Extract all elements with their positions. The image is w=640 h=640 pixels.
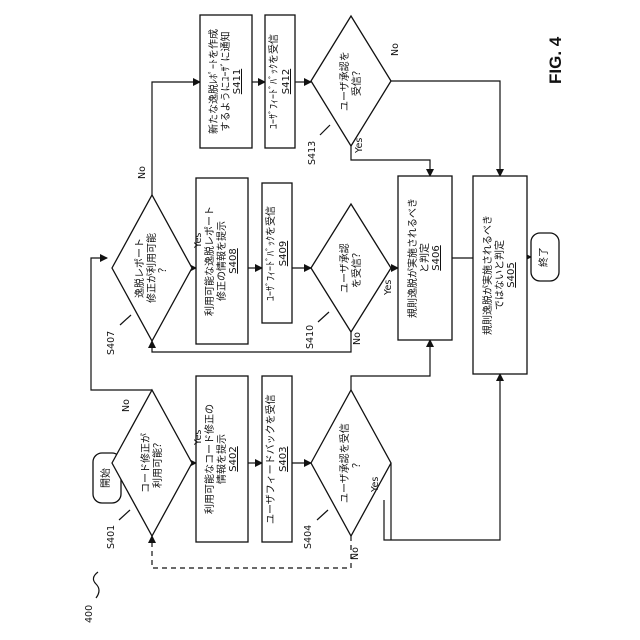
decision-s404-text-line: ユーザ承認を受信 — [340, 423, 352, 503]
box-s403-text-step-id: S403 — [277, 394, 289, 524]
box-s411-text-line: 新たな逸脱ﾚﾎﾟｰﾄを作成 — [209, 29, 221, 134]
decision-s401-text: コード修正が利用可能？ — [141, 433, 164, 493]
box-s409-text: ﾕｰｻﾞﾌｨｰﾄﾞﾊﾞｯｸを受信S409 — [266, 206, 289, 301]
box-s406-text: 規則逸脱が実施されるべきと判定S406 — [408, 198, 443, 318]
box-s405-text-line: ではないと判定 — [494, 215, 506, 335]
box-s411-text-line: するようにﾕｰｻﾞに通知 — [220, 29, 232, 134]
start-label: 開始 — [101, 468, 113, 488]
decision-s410-text-line: ユーザ承認 — [340, 243, 352, 293]
box-s411-text-step-id: S411 — [232, 29, 244, 134]
box-s412-text-step-id: S412 — [280, 34, 292, 129]
yes-label-s413: Yes — [355, 137, 366, 152]
decision-s401-text-line: 利用可能？ — [152, 433, 164, 493]
box-s405-text: 規則逸脱が実施されるべきではないと判定S405 — [483, 215, 518, 335]
ref-s401: S401 — [107, 525, 118, 549]
yes-label-s404: Yes — [371, 476, 382, 491]
box-s403-text-line: ユーザフィードバックを受信 — [266, 394, 278, 524]
ref-s407: S407 — [107, 331, 118, 355]
decision-s404-text: ユーザ承認を受信？ — [340, 423, 363, 503]
decision-s410-text-line: を受信？ — [351, 243, 363, 293]
start-label-line: 開始 — [101, 468, 113, 488]
decision-s413-text-line: 受信？ — [351, 51, 363, 111]
ref-s413: S413 — [308, 141, 319, 165]
box-s405-text-line: 規則逸脱が実施されるべき — [483, 215, 495, 335]
box-s405-text-step-id: S405 — [506, 215, 518, 335]
ref-s404: S404 — [304, 525, 315, 549]
decision-s410-text: ユーザ承認を受信？ — [340, 243, 363, 293]
decision-s401-text-line: コード修正が — [141, 433, 153, 493]
box-s408-text-line: 修正の情報を提示 — [216, 206, 228, 316]
no-label-s410: No — [353, 332, 364, 345]
end-label: 終了 — [539, 247, 551, 267]
box-s409-text-step-id: S409 — [277, 206, 289, 301]
box-s402-text-line: 情報を提示 — [216, 404, 228, 514]
box-s406-text-line: 規則逸脱が実施されるべき — [408, 198, 420, 318]
decision-s413-text: ユーザ承認を受信？ — [340, 51, 363, 111]
no-label-s413: No — [391, 43, 402, 56]
box-s408-text: 利用可能な逸脱レポート修正の情報を提示S408 — [205, 206, 240, 316]
box-s411-text: 新たな逸脱ﾚﾎﾟｰﾄを作成するようにﾕｰｻﾞに通知S411 — [209, 29, 244, 134]
decision-s413-text-line: ユーザ承認を — [340, 51, 352, 111]
box-s406-text-step-id: S406 — [431, 198, 443, 318]
figure-label: FIG. 4 — [546, 36, 566, 83]
box-s412-text-line: ﾕｰｻﾞﾌｨｰﾄﾞﾊﾞｯｸを受信 — [269, 34, 281, 129]
box-s402-text: 利用可能なコード修正の情報を提示S402 — [205, 404, 240, 514]
box-s412-text: ﾕｰｻﾞﾌｨｰﾄﾞﾊﾞｯｸを受信S412 — [269, 34, 292, 129]
box-s402-text-line: 利用可能なコード修正の — [205, 404, 217, 514]
box-s408-text-step-id: S408 — [228, 206, 240, 316]
decision-s404-text-line: ？ — [351, 423, 363, 503]
box-s406-text-line: と判定 — [419, 198, 431, 318]
ref-s410: S410 — [306, 325, 317, 349]
box-s408-text-line: 利用可能な逸脱レポート — [205, 206, 217, 316]
no-label-s407: No — [138, 166, 149, 179]
yes-label-s401: Yes — [194, 429, 205, 444]
decision-s407-text-line: ？ — [158, 233, 170, 303]
yes-label-s407: Yes — [194, 232, 205, 247]
decision-s407-text-line: 修正が利用可能 — [146, 233, 158, 303]
box-s402-text-step-id: S402 — [228, 404, 240, 514]
no-label-s404: No — [351, 547, 362, 560]
yes-label-s410: Yes — [384, 279, 395, 294]
no-label-s401: No — [122, 399, 133, 412]
figure-reference: 400 — [85, 605, 96, 623]
box-s409-text-line: ﾕｰｻﾞﾌｨｰﾄﾞﾊﾞｯｸを受信 — [266, 206, 278, 301]
end-label-line: 終了 — [539, 247, 551, 267]
decision-s407-text: 逸脱レポート修正が利用可能？ — [135, 233, 170, 303]
decision-s407-text-line: 逸脱レポート — [135, 233, 147, 303]
box-s403-text: ユーザフィードバックを受信S403 — [266, 394, 289, 524]
